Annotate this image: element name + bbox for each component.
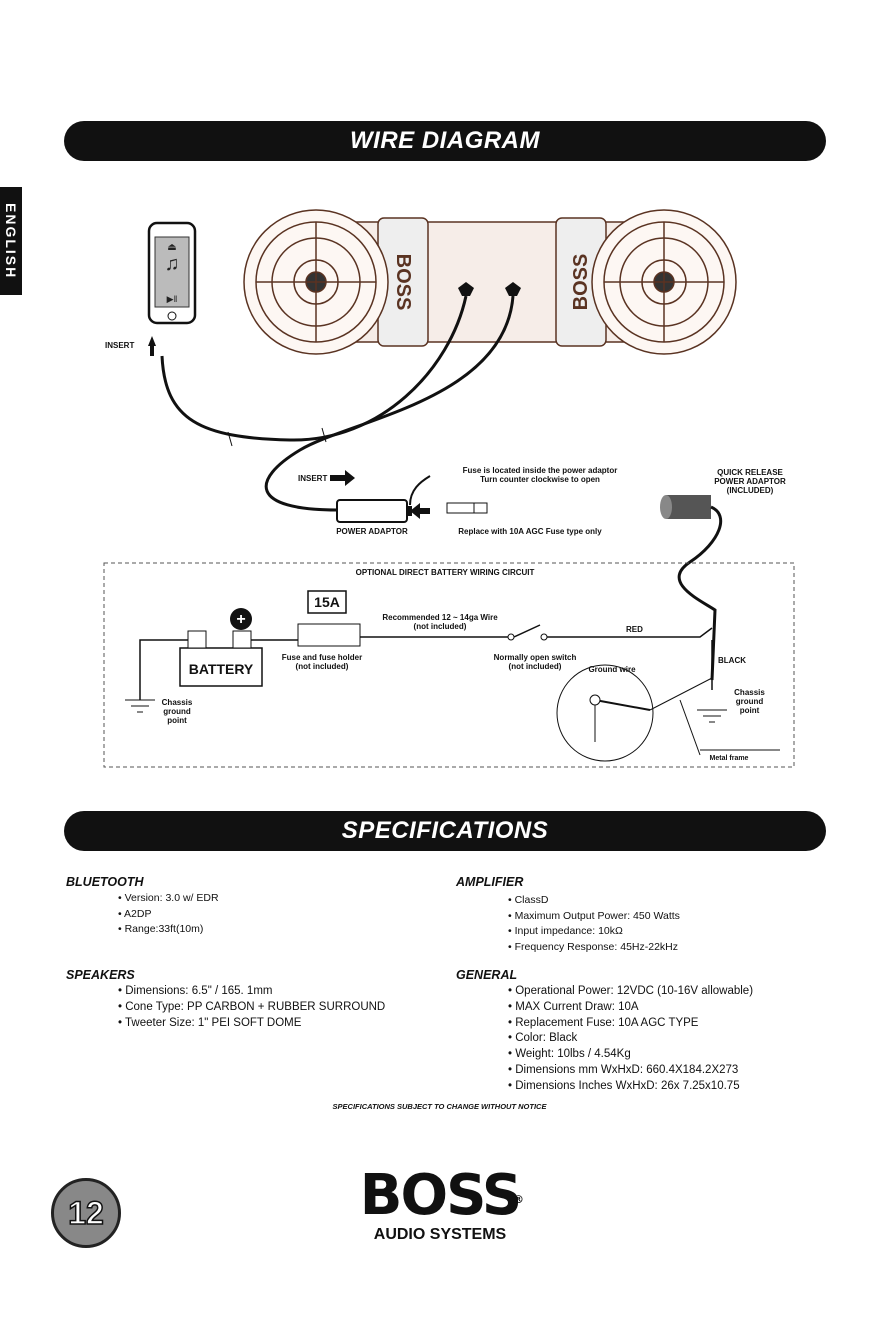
wire-diagram: ♫ ⏏ ▶‖ BOSS BOSS — [0, 170, 879, 810]
metal-frame-label: Metal frame — [709, 755, 749, 762]
general-heading: GENERAL — [456, 968, 518, 982]
phone-icon: ♫ ⏏ ▶‖ — [147, 221, 197, 325]
list-item: Maximum Output Power: 450 Watts — [508, 909, 680, 925]
page-number: 12 — [67, 1194, 104, 1232]
list-item: Range:33ft(10m) — [118, 922, 219, 938]
list-item: Operational Power: 12VDC (10-16V allowab… — [508, 984, 753, 1000]
replace-fuse-note: Replace with 10A AGC Fuse type only — [458, 527, 602, 536]
fuse-note-line-1: Fuse is located inside the power adaptor — [462, 466, 618, 475]
svg-text:♫: ♫ — [165, 253, 180, 275]
speaker-tube — [243, 209, 737, 355]
general-list: Operational Power: 12VDC (10-16V allowab… — [508, 984, 753, 1095]
list-item: Dimensions Inches WxHxD: 26x 7.25x10.75 — [508, 1079, 753, 1095]
insert-label-phone: INSERT — [105, 341, 135, 350]
quick-release-line-3: (INCLUDED) — [726, 486, 774, 496]
list-item: ClassD — [508, 893, 680, 909]
switch-line-1: Normally open switch — [493, 653, 577, 662]
brand-name: BOSS — [359, 1163, 522, 1228]
chassis-left-line-2: ground — [163, 707, 191, 717]
svg-text:⏏: ⏏ — [167, 242, 176, 253]
quick-release-line-2: POWER ADAPTOR — [714, 477, 786, 487]
list-item: Color: Black — [508, 1031, 753, 1047]
list-item: Cone Type: PP CARBON + RUBBER SURROUND — [118, 1000, 385, 1016]
svg-text:+: + — [236, 611, 245, 628]
list-item: Tweeter Size: 1" PEI SOFT DOME — [118, 1016, 385, 1032]
red-wire-label: RED — [626, 625, 643, 634]
speakers-list: Dimensions: 6.5" / 165. 1mm Cone Type: P… — [118, 984, 385, 1031]
svg-text:BOSS: BOSS — [392, 254, 414, 311]
switch-line-2: (not included) — [508, 662, 562, 672]
registered-mark: ® — [513, 1193, 524, 1206]
list-item: Input impedance: 10kΩ — [508, 924, 680, 940]
brand-subtitle: AUDIO SYSTEMS — [373, 1226, 507, 1243]
bluetooth-heading: BLUETOOTH — [66, 875, 144, 889]
fuse-holder-line-1: Fuse and fuse holder — [281, 653, 363, 662]
list-item: Frequency Response: 45Hz-22kHz — [508, 940, 680, 956]
chassis-ground-left: Chassis ground point — [152, 698, 202, 726]
wire-diagram-title: WIRE DIAGRAM — [64, 121, 826, 161]
recommended-wire-line-2: (not included) — [413, 622, 467, 632]
svg-text:▶‖: ▶‖ — [167, 294, 178, 304]
specifications-title: SPECIFICATIONS — [64, 811, 826, 851]
ground-wire-label: Ground wire — [588, 665, 636, 674]
fuse-note: Fuse is located inside the power adaptor… — [430, 466, 650, 484]
insert-label-adaptor: INSERT — [298, 474, 328, 483]
list-item: A2DP — [118, 907, 219, 923]
svg-text:BOSS: BOSS — [570, 254, 592, 311]
chassis-right-line-2: ground — [735, 697, 764, 707]
fuse-rating: 15A — [314, 594, 340, 610]
brand-mark: BOSS® — [350, 1168, 530, 1224]
fuse-note-line-2: Turn counter clockwise to open — [480, 475, 600, 485]
optional-circuit-title: OPTIONAL DIRECT BATTERY WIRING CIRCUIT — [355, 568, 535, 577]
switch-label: Normally open switch (not included) — [470, 653, 600, 671]
wire-diagram-graphic: ♫ ⏏ ▶‖ BOSS BOSS — [103, 209, 795, 768]
speakers-heading: SPEAKERS — [66, 968, 135, 982]
quick-release-label: QUICK RELEASE POWER ADAPTOR (INCLUDED) — [690, 468, 810, 496]
boss-logo: BOSS® AUDIO SYSTEMS — [350, 1168, 530, 1244]
list-item: Replacement Fuse: 10A AGC TYPE — [508, 1016, 753, 1032]
page-number-badge: 12 — [51, 1178, 121, 1248]
list-item: Dimensions mm WxHxD: 660.4X184.2X273 — [508, 1063, 753, 1079]
chassis-ground-right: Chassis ground point — [722, 688, 777, 716]
bluetooth-list: Version: 3.0 w/ EDR A2DP Range:33ft(10m) — [118, 891, 219, 938]
list-item: Version: 3.0 w/ EDR — [118, 891, 219, 907]
fuse-holder-label: Fuse and fuse holder (not included) — [262, 653, 382, 671]
list-item: MAX Current Draw: 10A — [508, 1000, 753, 1016]
language-tab: ENGLISH — [0, 187, 22, 295]
chassis-right-line-1: Chassis — [734, 688, 765, 697]
battery-label: BATTERY — [188, 661, 254, 677]
amplifier-heading: AMPLIFIER — [456, 875, 524, 889]
recommended-wire-line-1: Recommended 12 ~ 14ga Wire — [382, 613, 498, 622]
black-wire-label: BLACK — [718, 656, 746, 665]
recommended-wire-label: Recommended 12 ~ 14ga Wire (not included… — [370, 613, 510, 631]
list-item: Weight: 10lbs / 4.54Kg — [508, 1047, 753, 1063]
power-adaptor-label: POWER ADAPTOR — [336, 527, 408, 536]
list-item: Dimensions: 6.5" / 165. 1mm — [118, 984, 385, 1000]
chassis-left-line-1: Chassis — [161, 698, 193, 707]
amplifier-list: ClassD Maximum Output Power: 450 Watts I… — [508, 893, 680, 955]
chassis-left-line-3: point — [167, 716, 187, 726]
chassis-right-line-3: point — [739, 706, 760, 716]
fuse-holder-line-2: (not included) — [295, 662, 349, 672]
change-notice: SPECIFICATIONS SUBJECT TO CHANGE WITHOUT… — [332, 1102, 547, 1111]
quick-release-line-1: QUICK RELEASE — [717, 468, 783, 477]
